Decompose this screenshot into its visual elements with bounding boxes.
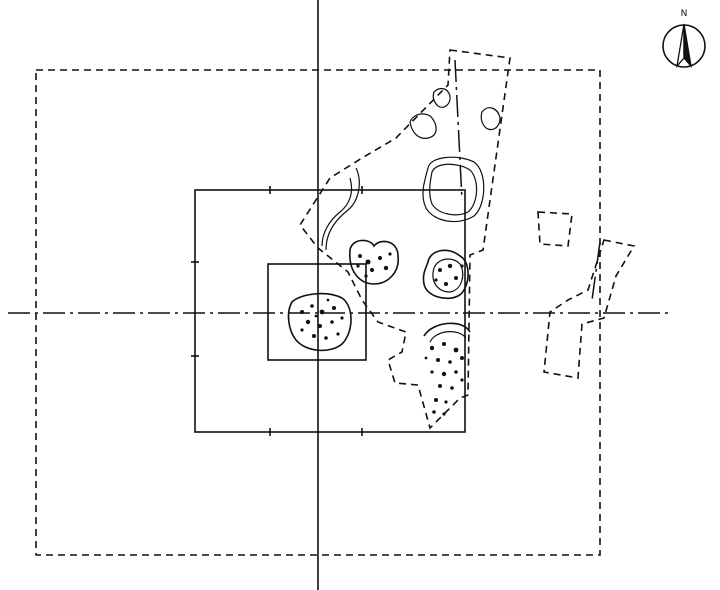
grid-axes: [8, 0, 668, 590]
north-arrow: N: [662, 9, 706, 69]
east-dashed-outline: [543, 239, 636, 379]
boundary-curve: [325, 167, 360, 251]
features: [321, 87, 636, 379]
north-arrow-label: N: [681, 9, 688, 19]
stone-cluster-3: [287, 292, 352, 352]
stone-cluster-4: [423, 322, 471, 416]
small-dashed-square: [537, 211, 573, 247]
large-pit-outer: [422, 156, 485, 223]
stone-cluster-2: [422, 249, 469, 300]
outer-boundary-dashed: [35, 69, 601, 556]
pit-feature-1: [409, 113, 437, 139]
boundary-curve-2: [321, 177, 353, 247]
trench-outline: [299, 49, 511, 430]
pit-feature-2: [432, 87, 451, 108]
north-arrow-needle-right: [683, 23, 693, 69]
large-pit-inner: [429, 163, 478, 216]
north-arrow-needle-left: [675, 23, 685, 69]
stone-cluster-1: [349, 239, 399, 285]
pit-feature-3: [480, 107, 501, 131]
inner-square: [267, 263, 367, 361]
middle-square: [191, 186, 466, 436]
